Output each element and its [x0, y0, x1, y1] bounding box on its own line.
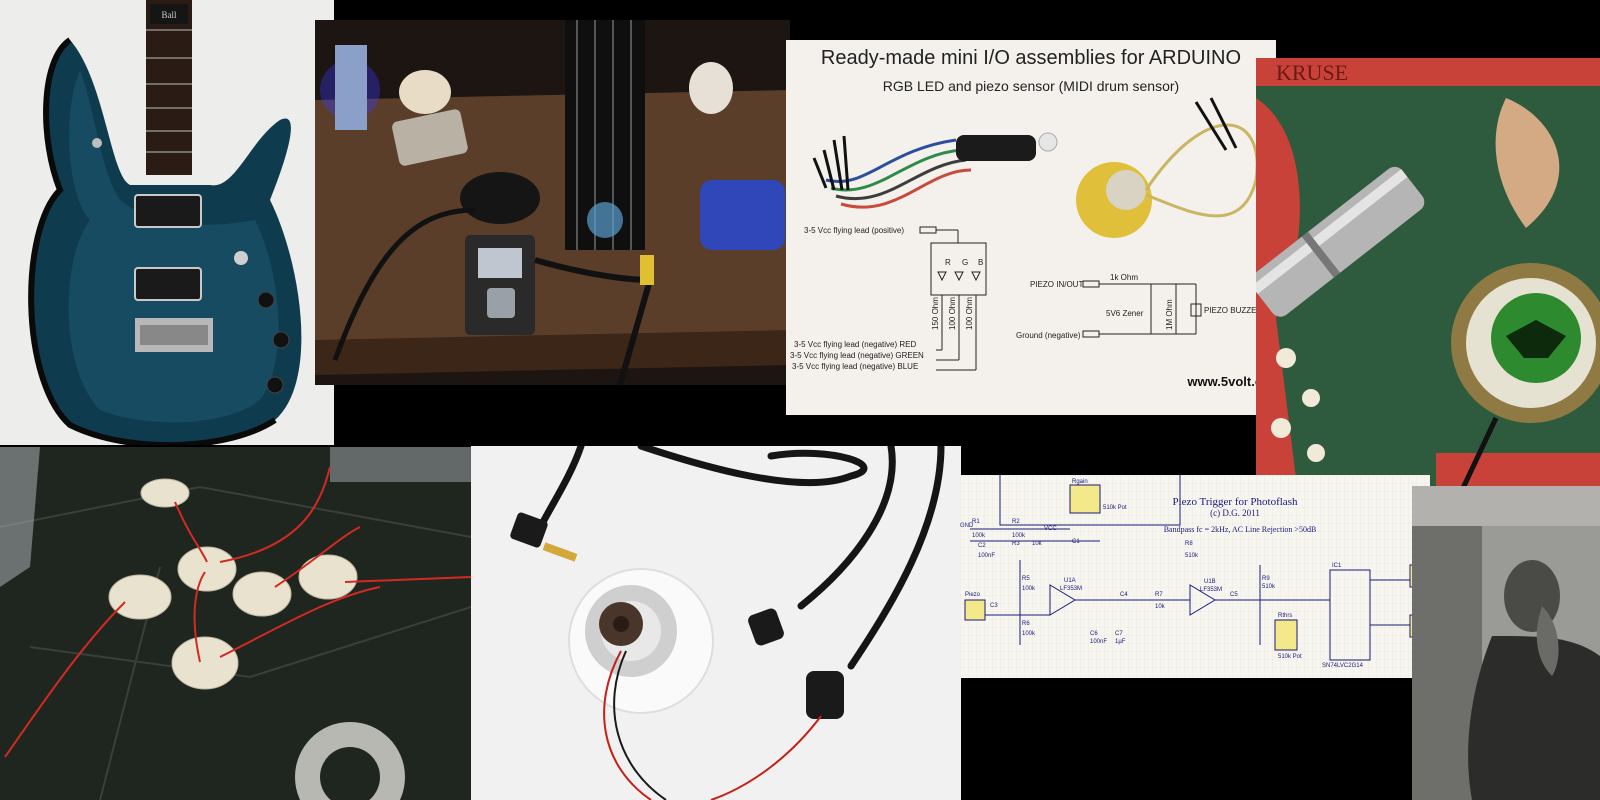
- piezo-trigger-schematic: Piezo Trigger for Photoflash (c) D.G. 20…: [960, 475, 1430, 678]
- led-r-label: R: [945, 258, 951, 267]
- desk-photo: [315, 20, 790, 385]
- rthrs-value: 510k Pot: [1278, 654, 1302, 660]
- r7-value: 10k: [1155, 604, 1166, 610]
- rthrs-label: Rthrs: [1278, 613, 1292, 619]
- label-neg-blue: 3-5 Vcc flying lead (negative) BLUE: [792, 362, 918, 371]
- led-g-label: G: [962, 258, 968, 267]
- c2-value: 100nF: [978, 553, 995, 559]
- u1b-part: LF353M: [1200, 587, 1222, 593]
- label-piezo-io: PIEZO IN/OUT: [1030, 280, 1083, 289]
- r6-value: 100k: [1022, 631, 1036, 637]
- jack-plug-photo: KRUSE: [1256, 58, 1600, 503]
- c7-label: C7: [1115, 631, 1123, 637]
- c7-value: 1µF: [1115, 639, 1126, 645]
- headstock-brand: Ball: [162, 10, 177, 20]
- r7-label: R7: [1155, 592, 1163, 598]
- r3-label: R3: [1012, 541, 1020, 547]
- r6-label: R6: [1022, 621, 1030, 627]
- label-neg-green: 3-5 Vcc flying lead (negative) GREEN: [790, 351, 924, 360]
- ic1-part: SN74LVC2G14: [1322, 663, 1364, 669]
- gnd-label: GND: [960, 523, 974, 529]
- c6-value: 100nF: [1090, 639, 1107, 645]
- r-1k-label: 1k Ohm: [1110, 273, 1138, 282]
- vintage-portrait-photo: [1412, 486, 1600, 800]
- c5-label: C5: [1230, 592, 1238, 598]
- schematic-title: Piezo Trigger for Photoflash: [1173, 496, 1298, 508]
- buzzer-label: PIEZO BUZZER: [1204, 306, 1262, 315]
- guitar-photo: Ball: [0, 0, 334, 445]
- r5-label: R5: [1022, 576, 1030, 582]
- r8-label: R8: [1185, 541, 1193, 547]
- r2-label: R2: [1012, 519, 1020, 525]
- sign-fragment: KRUSE: [1276, 60, 1348, 85]
- arduino-card-photo: Ready-made mini I/O assemblies for ARDUI…: [786, 40, 1276, 415]
- vcc-label: VCC: [1044, 526, 1057, 532]
- c4-label: C4: [1120, 592, 1128, 598]
- piezo-discs-photo: [0, 447, 471, 800]
- r-150-label: 150 Ohm: [931, 297, 940, 330]
- label-ground: Ground (negative): [1016, 331, 1081, 340]
- r5-value: 100k: [1022, 586, 1036, 592]
- u1a-part: LF353M: [1060, 586, 1082, 592]
- c2-label: C2: [978, 543, 986, 549]
- r-1m-label: 1M Ohm: [1165, 299, 1174, 330]
- card-subtitle: RGB LED and piezo sensor (MIDI drum sens…: [883, 78, 1179, 94]
- schematic-credit: (c) D.G. 2011: [1210, 508, 1260, 518]
- card-title: Ready-made mini I/O assemblies for ARDUI…: [821, 47, 1241, 69]
- c3-label: C3: [990, 603, 998, 609]
- label-vcc-positive: 3-5 Vcc flying lead (positive): [804, 226, 904, 235]
- label-neg-red: 3-5 Vcc flying lead (negative) RED: [794, 340, 917, 349]
- c6-label: C6: [1090, 631, 1098, 637]
- u1a-label: U1A: [1064, 578, 1076, 584]
- schematic-spec: Bandpass fc = 2kHz, AC Line Rejection >5…: [1164, 525, 1317, 534]
- rgain-value: 510k Pot: [1103, 505, 1127, 511]
- piezo-label: Piezo: [965, 592, 981, 598]
- r-100a-label: 100 Ohm: [948, 297, 957, 330]
- ic1-label: IC1: [1332, 563, 1342, 569]
- rgain-label: Rgain: [1072, 479, 1088, 485]
- r2-value: 100k: [1012, 533, 1026, 539]
- r3-value: 10k: [1032, 541, 1043, 547]
- c1-label: C1: [1072, 539, 1080, 545]
- r9-value: 510k: [1262, 584, 1276, 590]
- r9-label: R9: [1262, 576, 1270, 582]
- u1b-label: U1B: [1204, 579, 1216, 585]
- piezo-cable-photo: [471, 446, 961, 800]
- card-url: www.5volt.eu: [1186, 374, 1270, 389]
- led-b-label: B: [978, 258, 983, 267]
- zener-label: 5V6 Zener: [1106, 309, 1144, 318]
- r8-value: 510k: [1185, 553, 1199, 559]
- r1-value: 100k: [972, 533, 986, 539]
- r1-label: R1: [972, 519, 980, 525]
- r-100b-label: 100 Ohm: [965, 297, 974, 330]
